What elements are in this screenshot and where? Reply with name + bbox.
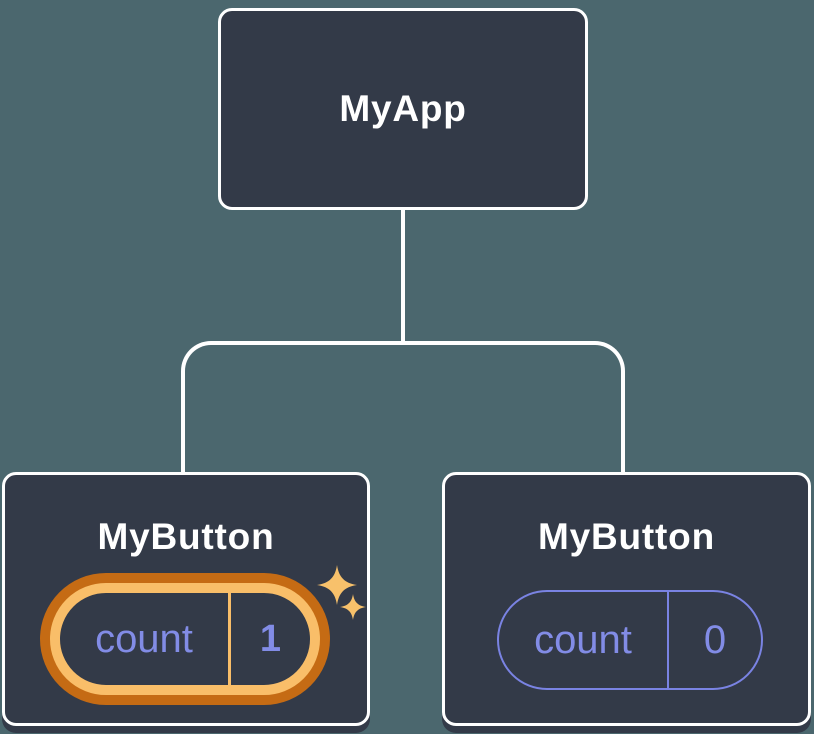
sparkle-icon xyxy=(317,565,357,605)
child-node-label: MyButton xyxy=(538,516,715,557)
sparkle-icon xyxy=(340,594,366,620)
state-pill: count 0 xyxy=(497,590,763,690)
state-value: 0 xyxy=(703,617,727,662)
state-value: 1 xyxy=(259,617,282,660)
child-node-mybutton-2: MyButton count 0 xyxy=(442,472,811,726)
connector-branch xyxy=(181,341,625,472)
root-node-myapp: MyApp xyxy=(218,8,588,210)
state-key: count xyxy=(95,616,193,661)
child-node-label: MyButton xyxy=(97,516,275,557)
root-node-label: MyApp xyxy=(339,88,467,129)
state-pill-highlighted: count 1 xyxy=(50,583,320,695)
state-pill-divider xyxy=(667,592,669,688)
state-pill-divider xyxy=(228,593,231,685)
connector-stem xyxy=(401,210,405,343)
child-node-mybutton-1: MyButton count 1 xyxy=(2,472,370,726)
state-key: count xyxy=(534,617,632,662)
